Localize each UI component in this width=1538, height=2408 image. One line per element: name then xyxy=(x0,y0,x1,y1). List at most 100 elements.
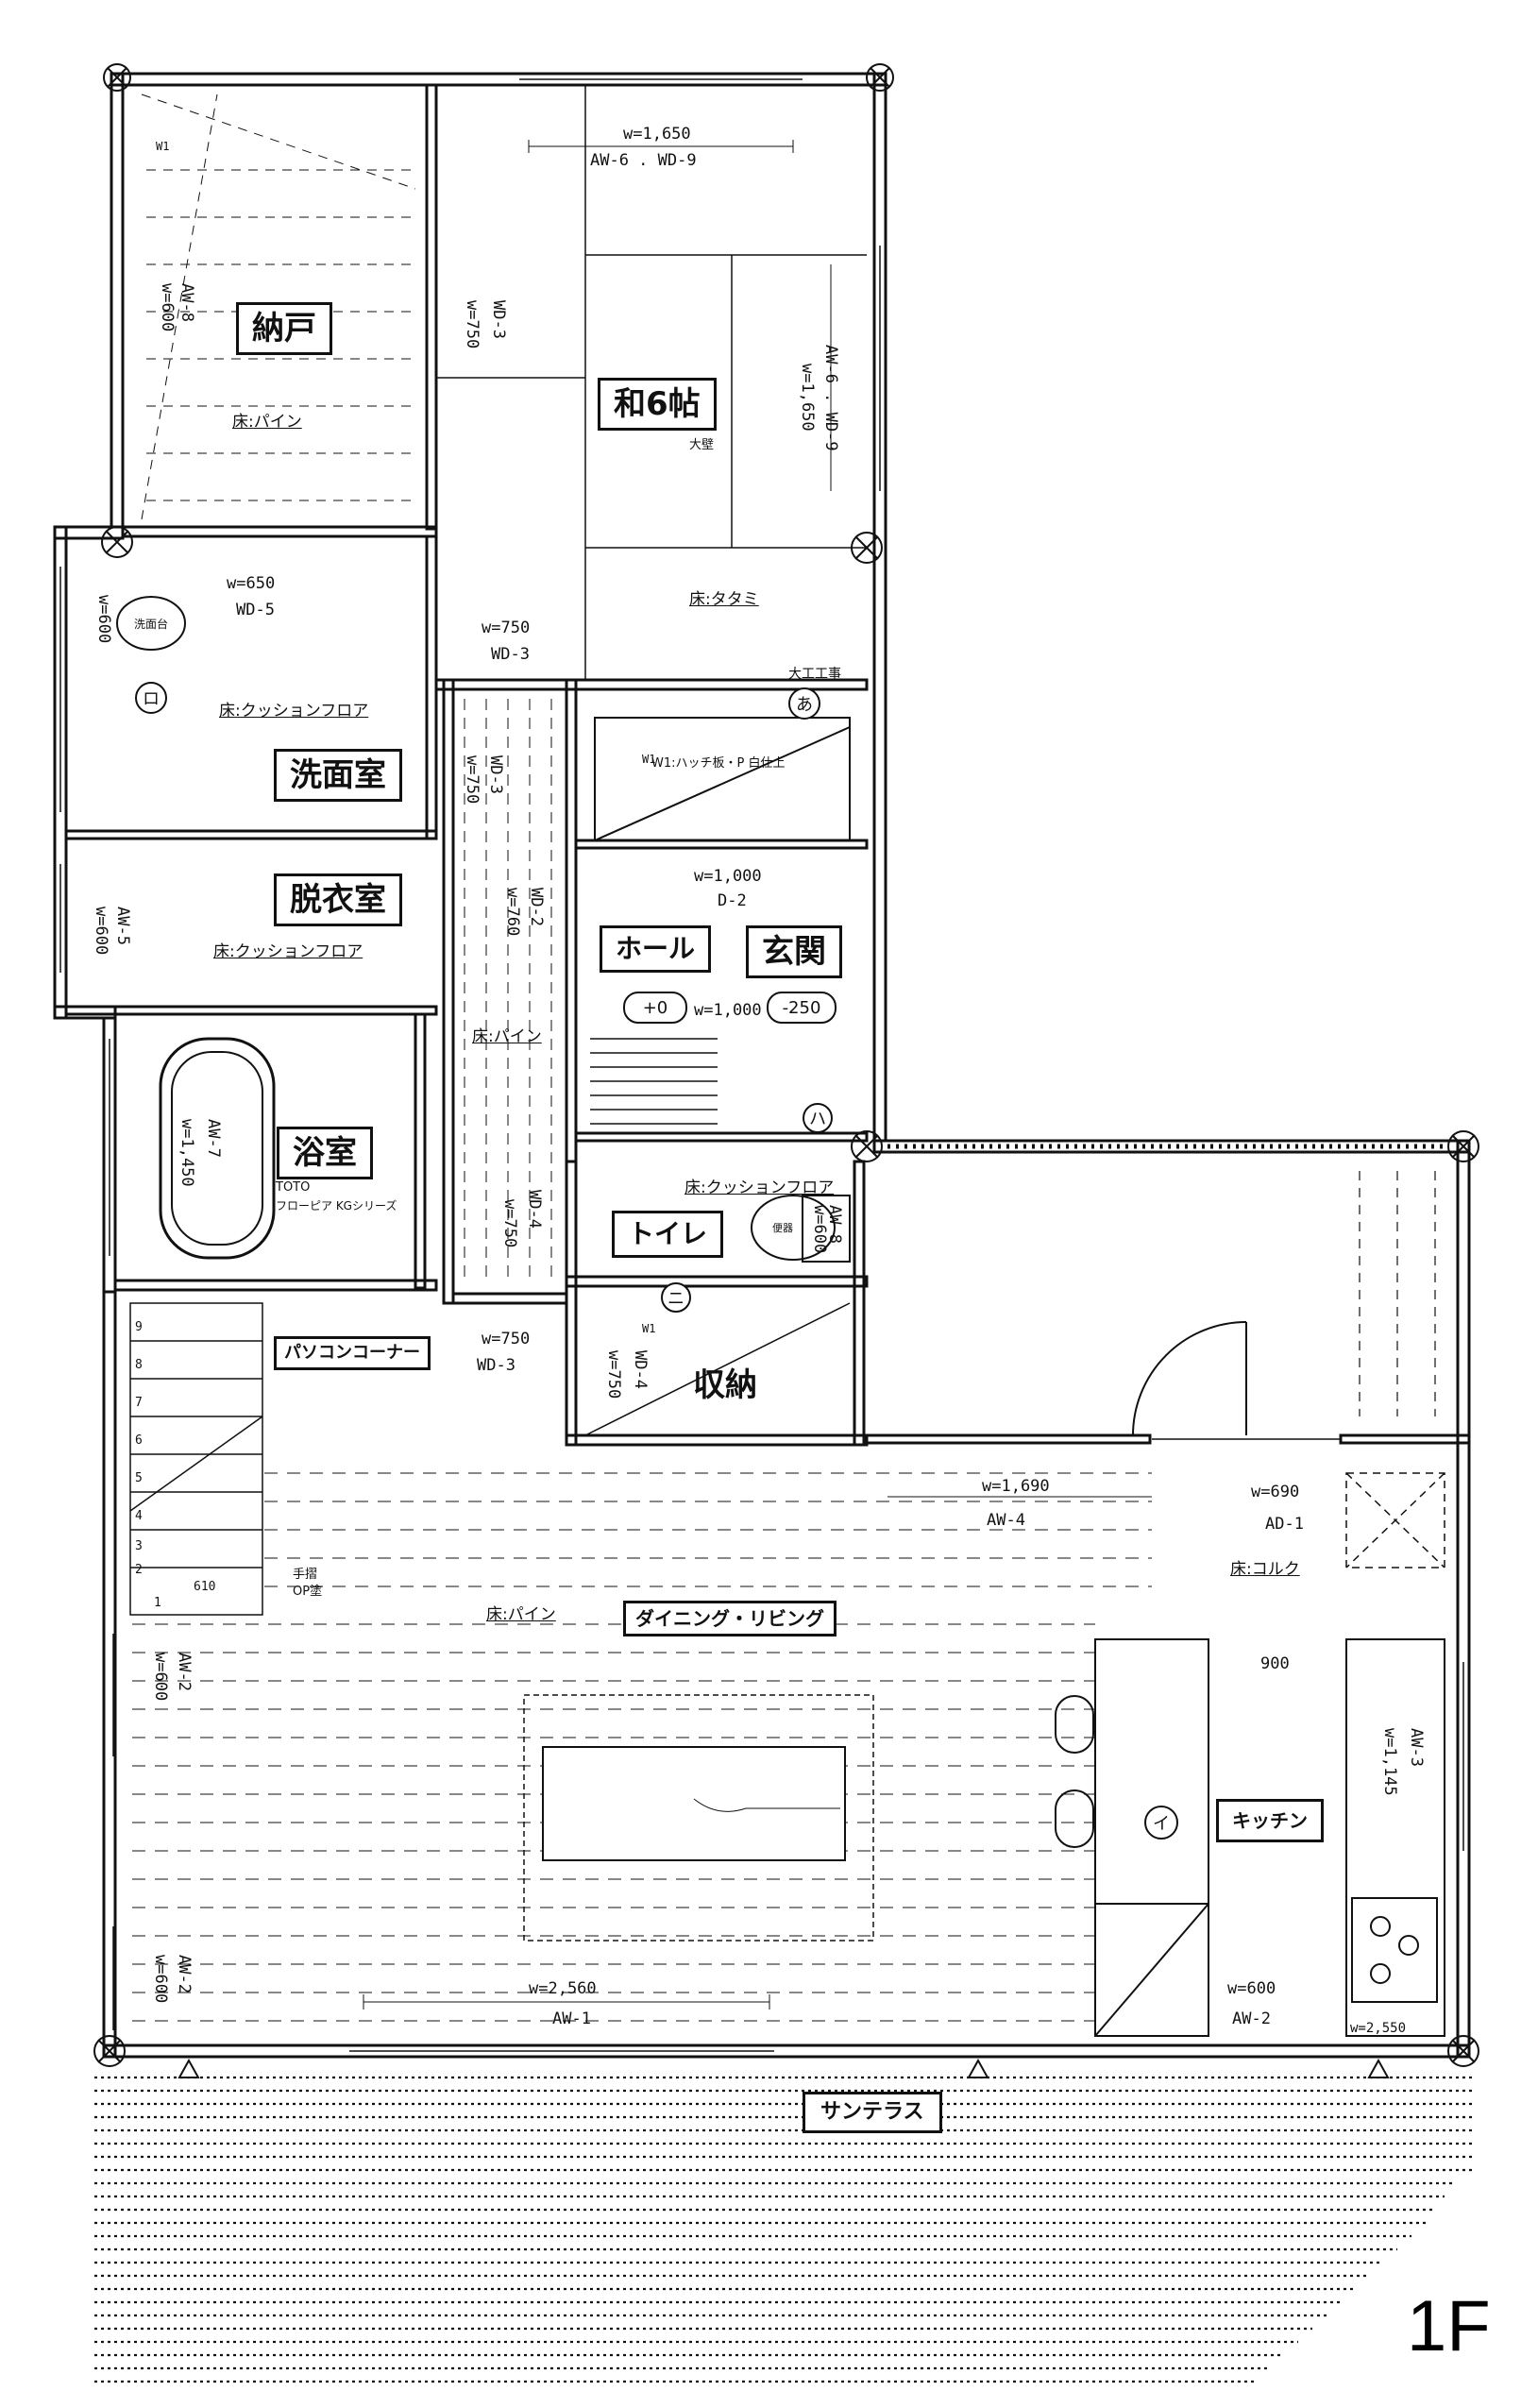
stair-number: 8 xyxy=(135,1358,143,1372)
dim-aw1-w: w=2,560 xyxy=(529,1979,597,1998)
note-kitchen-floor: 床:コルク xyxy=(1230,1560,1300,1579)
stair-number: 9 xyxy=(135,1320,143,1334)
dim-wd4b-code: WD-4 xyxy=(631,1350,650,1389)
dim-aw3-w: w=1,145 xyxy=(1380,1728,1399,1796)
mark-w1-storage: W1 xyxy=(642,1322,656,1335)
room-label-shuno: 収納 xyxy=(693,1366,757,1404)
toilet-fixture xyxy=(751,1195,851,1263)
terrace-markers xyxy=(177,2058,1390,2078)
room-label-hall: ホール xyxy=(600,925,712,973)
tatami-lines xyxy=(436,85,867,680)
dim-aw2c-code: AW-2 xyxy=(1232,2009,1271,2028)
outer-walls xyxy=(53,72,1471,2059)
nando-hatching xyxy=(141,93,416,520)
mark-w1-genkan: W1 xyxy=(642,753,656,766)
dim-aw8b-w: w=600 xyxy=(810,1205,829,1254)
dim-ad1-code: AD-1 xyxy=(1265,1515,1304,1534)
corridor-flooring xyxy=(464,699,552,1284)
interior-walls xyxy=(64,83,1471,1447)
mark-i: イ xyxy=(1144,1806,1178,1840)
room-label-yokushitsu: 浴室 xyxy=(277,1127,373,1179)
dim-wd3b-w: w=750 xyxy=(463,755,482,805)
dim-aw2a-code: AW-2 xyxy=(175,1653,194,1691)
dim-aw2b-w: w=600 xyxy=(151,1955,170,2004)
dim-wd4-code: WD-4 xyxy=(525,1190,544,1229)
note-bath-model: TOTO xyxy=(276,1180,311,1195)
washbasin-label: 洗面台 xyxy=(134,618,169,631)
note-bath-series: フローピア KGシリーズ xyxy=(276,1199,397,1212)
dim-genkan-w2: w=1,000 xyxy=(694,1001,762,1020)
stair-number: 5 xyxy=(135,1471,143,1485)
dim-genkan-d2: D-2 xyxy=(718,891,747,910)
room-label-senmen: 洗面室 xyxy=(274,749,402,802)
mark-ro: ロ xyxy=(135,682,167,714)
note-nando-floor: 床:パイン xyxy=(232,413,302,432)
room-label-nando: 納戸 xyxy=(236,302,332,355)
dining-table xyxy=(523,1694,874,1942)
right-area-dashes xyxy=(1359,1171,1436,1416)
kitchen-counter xyxy=(1094,1638,1445,2037)
dim-aw2c-w: w=600 xyxy=(1227,1979,1276,1998)
level-hall: +0 xyxy=(623,992,687,1024)
stair-number: 1 xyxy=(154,1596,161,1610)
dim-wd9-right-code: AW-6 . WD-9 xyxy=(821,345,840,451)
mark-ha: ハ xyxy=(803,1103,833,1133)
mark-a: あ xyxy=(788,687,820,720)
dim-wd9-top-code: AW-6 . WD-9 xyxy=(590,151,697,170)
dim-genkan-w1: w=1,000 xyxy=(694,867,762,886)
floor-id: 1F xyxy=(1407,2286,1491,2366)
mark-w1-nando: W1 xyxy=(156,140,170,153)
mark-ni: ニ xyxy=(661,1282,691,1313)
dim-aw5b-code: AW-5 xyxy=(113,907,132,945)
dim-wd3b-code: WD-3 xyxy=(486,755,505,794)
genkan-shelf xyxy=(594,717,851,841)
dim-wd9-right-w: w=1,650 xyxy=(798,364,817,432)
dim-aw8-code: AW-8 xyxy=(177,283,196,322)
level-genkan: -250 xyxy=(767,992,837,1024)
dim-wd3-hall-w: w=750 xyxy=(482,619,531,637)
dim-wd9-top-w: w=1,650 xyxy=(623,125,691,144)
dim-w900: 900 xyxy=(1260,1654,1290,1673)
entry-door xyxy=(1132,1321,1247,1436)
dim-wd3c-w: w=750 xyxy=(482,1330,531,1348)
room-label-genkan: 玄関 xyxy=(746,925,842,978)
toilet-fixture-label: 便器 xyxy=(772,1222,793,1234)
washbasin-fixture xyxy=(116,596,186,651)
window-ticks xyxy=(59,78,1464,2052)
dim-aw5b-w: w=600 xyxy=(92,907,110,956)
room-label-pc-corner: パソコンコーナー xyxy=(274,1336,431,1370)
note-toilet-floor: 床:クッションフロア xyxy=(684,1179,835,1197)
dim-aw3-code: AW-3 xyxy=(1407,1728,1426,1767)
stairs xyxy=(129,1302,263,1616)
bar-stools xyxy=(1055,1695,1094,1848)
dim-wd3-nando-code: WD-3 xyxy=(489,300,508,339)
note-living-floor: 床:パイン xyxy=(486,1605,556,1624)
bathtub xyxy=(159,1037,276,1260)
note-handrail: 手摺 xyxy=(293,1568,318,1582)
note-genkan-shelf: W1:ハッチ板・P 白仕上 xyxy=(651,756,786,771)
dim-aw8-w: w=600 xyxy=(158,283,177,332)
hall-treads xyxy=(590,1038,718,1125)
dim-aw5a-w: w=600 xyxy=(94,595,113,644)
room-label-datsui: 脱衣室 xyxy=(274,873,402,926)
stair-number: 3 xyxy=(135,1539,143,1553)
dim-aw1-code: AW-1 xyxy=(552,2009,591,2028)
dim-wd3-nando-w: w=750 xyxy=(463,300,482,349)
dim-wd2-code: WD-2 xyxy=(527,888,546,926)
note-handrail-finish: OP塗 xyxy=(293,1585,323,1599)
room-label-dining-living: ダイニング・リビング xyxy=(623,1601,837,1636)
dim-w610: 610 xyxy=(194,1580,216,1594)
dim-aw2b-code: AW-2 xyxy=(175,1955,194,1993)
note-corridor-floor: 床:パイン xyxy=(472,1027,542,1046)
living-flooring xyxy=(132,1472,1152,2022)
sun-terrace xyxy=(94,2076,1473,2383)
dim-aw7-code: AW-7 xyxy=(204,1119,223,1158)
table-top xyxy=(542,1746,846,1861)
room-label-washitsu: 和6帖 xyxy=(598,378,717,431)
room-label-sun-terrace: サンテラス xyxy=(803,2092,942,2133)
stair-number: 4 xyxy=(135,1509,143,1523)
dim-wd5-w: w=650 xyxy=(227,574,276,593)
dim-wd3-hall-code: WD-3 xyxy=(491,645,530,664)
corner-columns xyxy=(93,63,1479,2067)
dim-aw4-code: AW-4 xyxy=(987,1511,1025,1530)
